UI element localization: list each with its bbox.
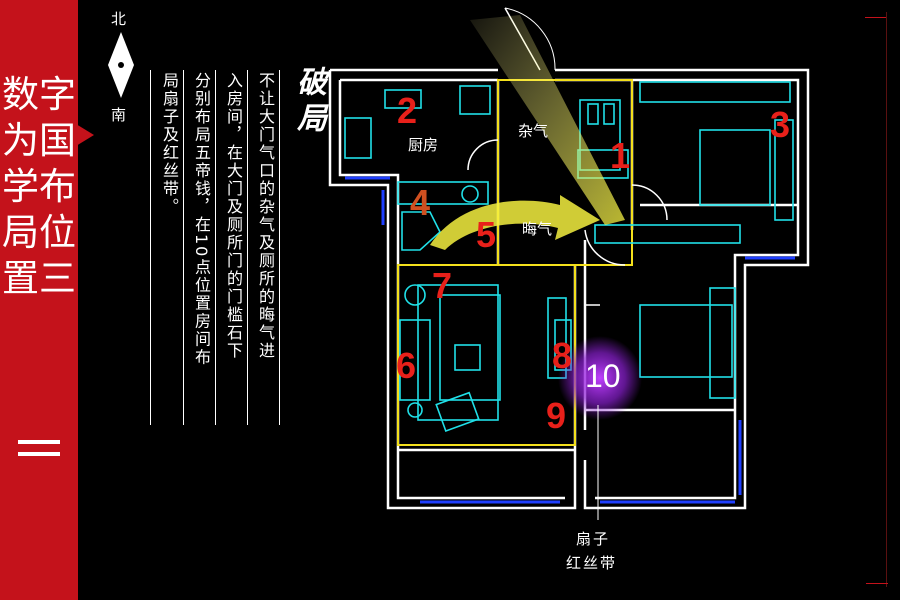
energy-beam — [470, 15, 625, 225]
heading: 破局 — [291, 66, 326, 138]
column-divider — [183, 70, 184, 425]
marker-10: 10 — [585, 358, 621, 394]
column-divider — [247, 70, 248, 425]
compass-south-label: 南 — [111, 106, 127, 124]
text-column-4: 局扇子及红丝带。 — [160, 72, 179, 216]
frame-corner — [866, 583, 888, 584]
marker-7: 7 — [432, 265, 453, 306]
marker-6: 6 — [396, 345, 417, 386]
text-column-3: 分别布局五帝钱，在10点位置房间布 — [192, 72, 211, 367]
column-divider — [150, 70, 151, 425]
marker-5: 5 — [476, 214, 497, 255]
frame-corner — [865, 17, 887, 18]
column-divider — [279, 70, 280, 425]
marker-8: 8 — [552, 335, 573, 376]
text-column-2: 入房间，在大门及厕所门的门槛石下 — [224, 72, 243, 360]
column-divider — [215, 70, 216, 425]
frame-edge — [886, 12, 887, 587]
marker-1: 1 — [610, 135, 631, 176]
text-column-1: 不让大门气口的杂气及厕所的晦气进 — [256, 72, 275, 360]
windows — [345, 176, 795, 504]
room-zaqi: 杂气 — [518, 122, 549, 140]
marker-3: 3 — [770, 104, 791, 145]
label-red-ribbon: 红丝带 — [566, 554, 618, 572]
label-fan: 扇子 — [576, 530, 611, 548]
marker-2: 2 — [397, 90, 418, 131]
sidebar-title: 数字为国学布局位置三 — [2, 73, 76, 300]
marker-4: 4 — [410, 182, 431, 223]
room-huiqi: 晦气 — [522, 220, 553, 238]
room-kitchen: 厨房 — [408, 136, 439, 154]
sidebar-arrow-icon — [76, 124, 94, 146]
sidebar-decor-bars — [18, 440, 60, 464]
glow-point — [558, 336, 642, 420]
sidebar: 数字为国学布局位置三 — [0, 0, 78, 600]
energy-arrow — [430, 195, 600, 250]
compass-north-label: 北 — [111, 10, 127, 28]
marker-9: 9 — [546, 395, 567, 436]
compass-icon — [108, 32, 134, 98]
